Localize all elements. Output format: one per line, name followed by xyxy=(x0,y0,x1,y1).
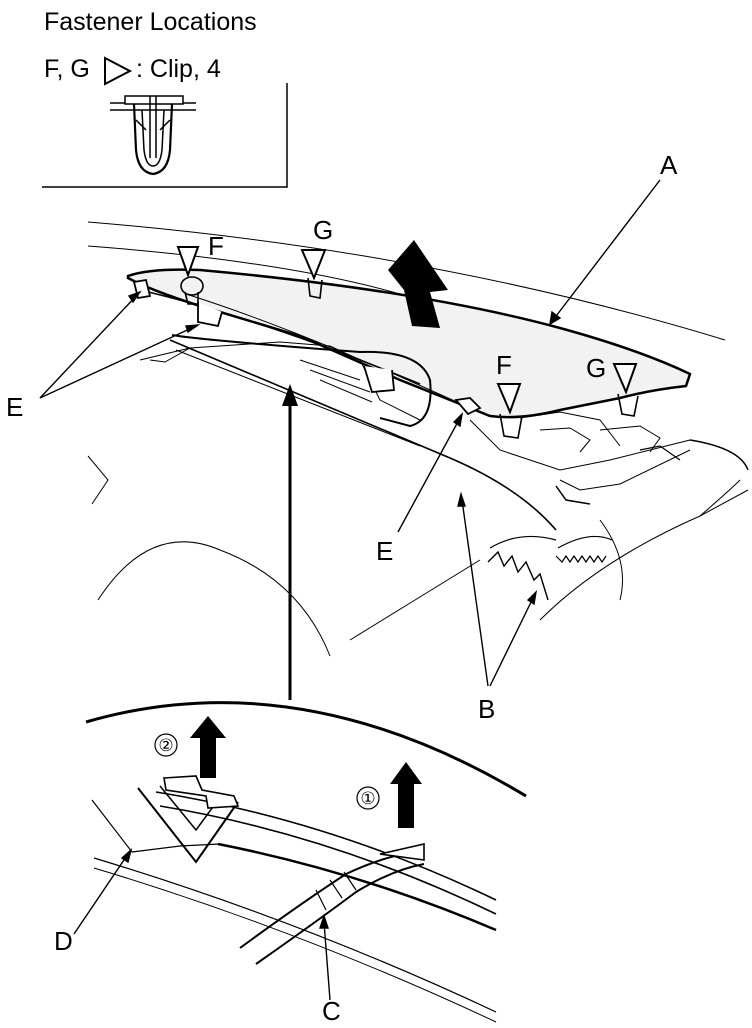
removal-arrow-icon xyxy=(388,240,448,328)
callout-e-lower: E xyxy=(376,536,393,566)
clip-marker-g-left xyxy=(300,249,327,299)
harness-c xyxy=(239,842,425,965)
lower-detail-view xyxy=(85,701,527,1023)
removal-arrow-step2 xyxy=(190,716,226,778)
legend-description: : Clip, 4 xyxy=(136,55,221,83)
diagram-title: Fastener Locations xyxy=(44,8,257,36)
callout-d: D xyxy=(54,926,73,956)
step-1-label: ① xyxy=(360,789,375,808)
removal-arrow-step1 xyxy=(390,762,422,828)
clip-marker-f-left xyxy=(176,246,204,305)
step-number-2: ② xyxy=(154,733,178,757)
step-number-1: ① xyxy=(356,786,380,810)
callout-f-left: F xyxy=(208,231,224,261)
callout-leaders-lower xyxy=(73,847,331,1001)
clip-marker-g-right xyxy=(612,363,639,417)
callout-a: A xyxy=(660,150,678,180)
clip-detail-inset xyxy=(42,83,288,188)
callout-c: C xyxy=(322,996,341,1026)
callout-e-left: E xyxy=(6,392,23,422)
legend-letters: F, G xyxy=(44,55,90,83)
triangle-marker-icon xyxy=(104,56,133,86)
clip-d xyxy=(137,775,240,864)
clip-cross-section-icon xyxy=(110,95,196,176)
callout-g-left: G xyxy=(313,215,333,245)
trim-panel-a xyxy=(126,268,692,419)
callout-leaders-upper xyxy=(39,179,661,687)
callout-f-right: F xyxy=(496,350,512,380)
step-2-label: ② xyxy=(158,736,173,755)
zigzag-break-b xyxy=(487,535,613,601)
clip-marker-f-right xyxy=(496,383,523,439)
detail-pointer-arrow xyxy=(282,384,298,700)
callout-g-right: G xyxy=(586,353,606,383)
upper-assembly-view xyxy=(87,221,749,657)
callout-b: B xyxy=(478,694,495,724)
